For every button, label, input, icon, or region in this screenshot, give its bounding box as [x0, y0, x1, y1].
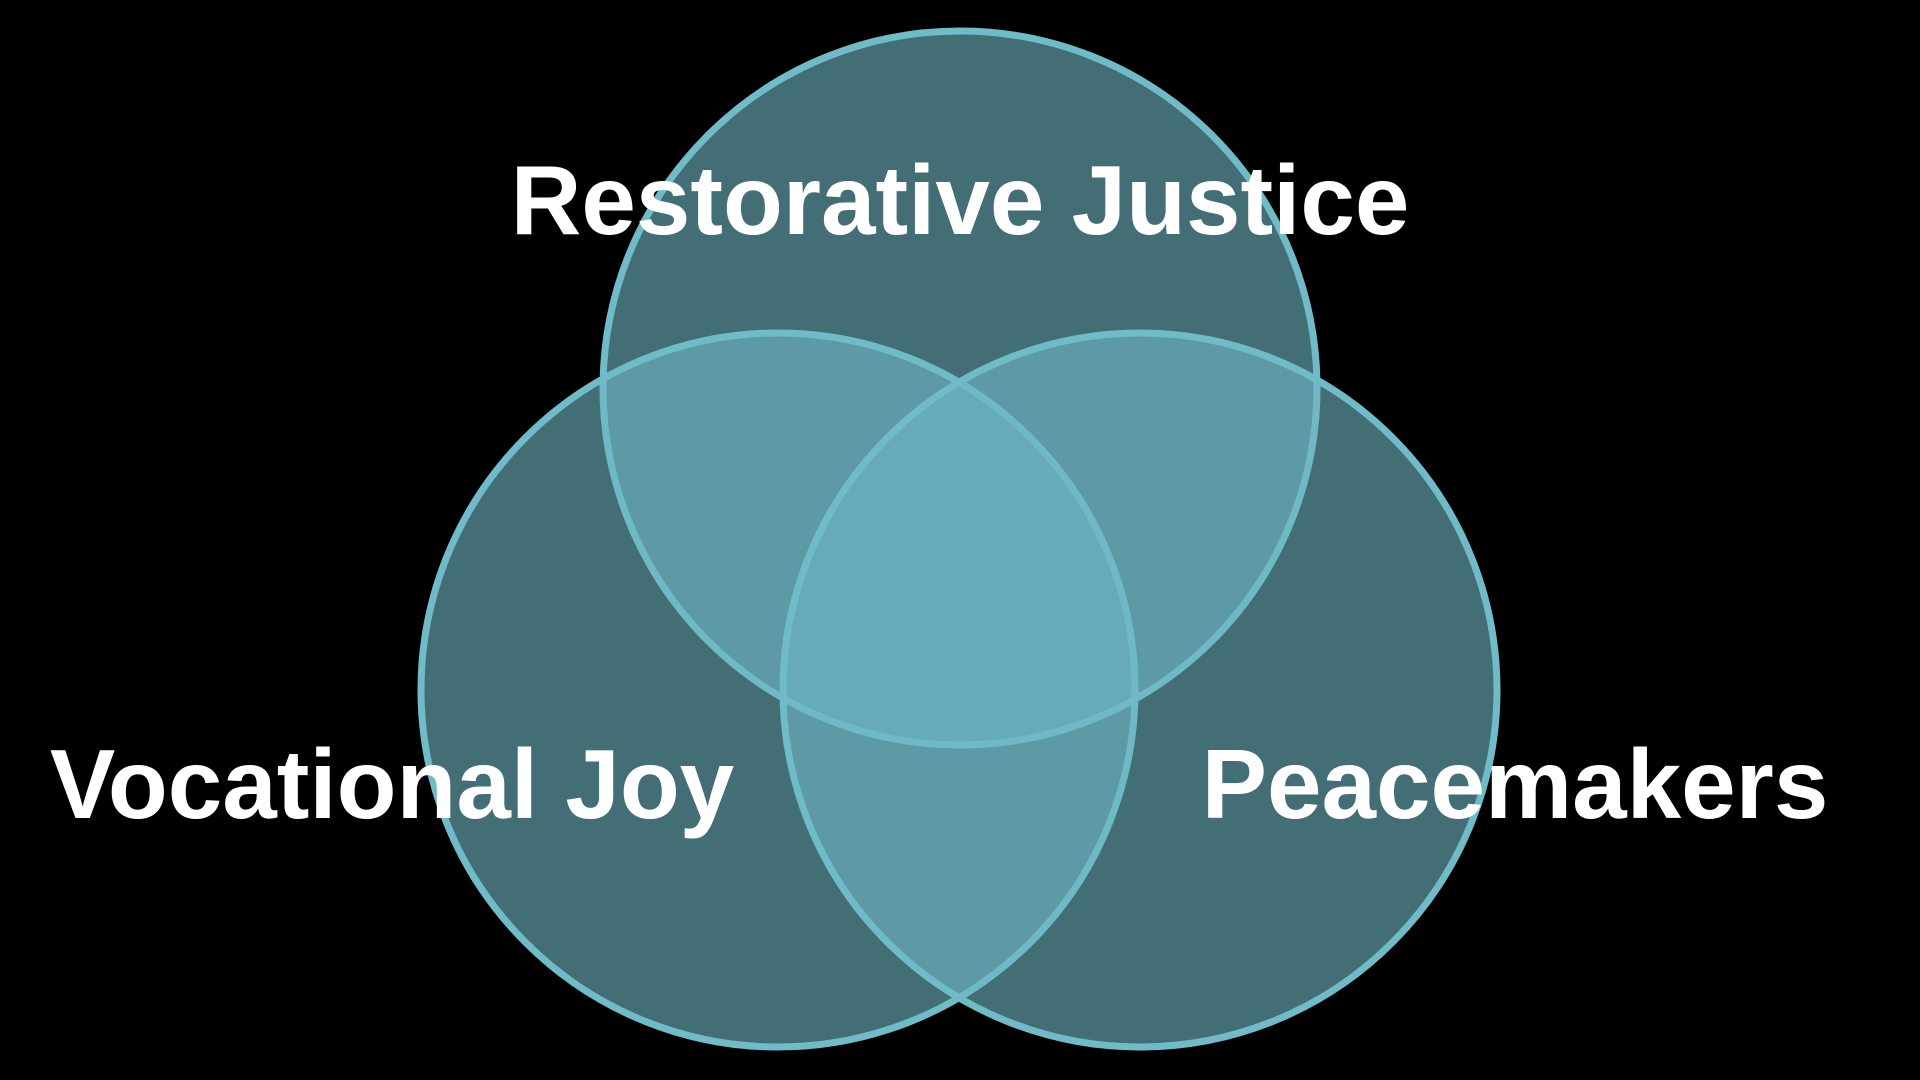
venn-circles: [417, 27, 1501, 1051]
label-vocational-joy: Vocational Joy: [50, 729, 734, 839]
label-peacemakers: Peacemakers: [1202, 729, 1829, 839]
circle-peacemakers: [779, 329, 1501, 1051]
venn-labels: Restorative Justice Vocational Joy Peace…: [50, 145, 1829, 839]
label-restorative-justice: Restorative Justice: [511, 145, 1410, 255]
